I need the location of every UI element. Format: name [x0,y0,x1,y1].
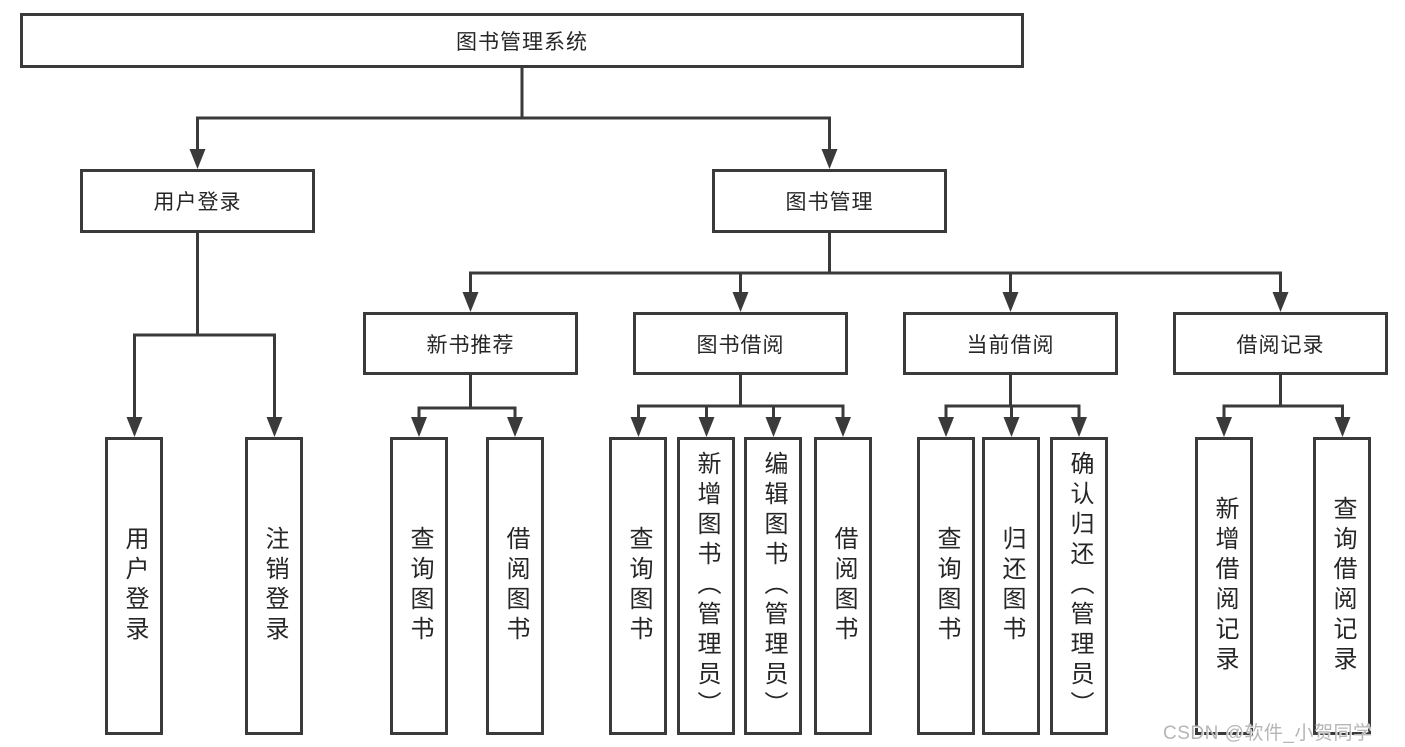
node-root-label: 图书管理系统 [456,30,588,54]
node-book-management-label: 图书管理 [785,191,874,214]
node-current-borrow-label: 当前借阅 [966,333,1055,357]
leaf-borrow-query-books-label: 查询图书 [625,526,652,646]
node-root: 图书管理系统 [20,13,1024,68]
leaf-recommend-borrow-books-label: 借阅图书 [502,526,529,646]
leaf-add-books-admin-label: 新增图书（管理员） [693,451,720,721]
leaf-user-login-label: 用户登录 [121,526,148,646]
leaf-user-login: 用户登录 [105,437,163,735]
node-current-borrow: 当前借阅 [903,312,1118,375]
leaf-recommend-borrow-books: 借阅图书 [486,437,544,735]
leaf-add-books-admin: 新增图书（管理员） [677,437,735,735]
leaf-borrow-books: 借阅图书 [814,437,872,735]
leaf-borrow-books-label: 借阅图书 [830,526,857,646]
leaf-logout-label: 注销登录 [261,526,288,646]
leaf-edit-books-admin: 编辑图书（管理员） [744,437,802,735]
leaf-return-books-label: 归还图书 [998,526,1025,646]
leaf-borrow-query-books: 查询图书 [609,437,667,735]
leaf-current-query-books: 查询图书 [917,437,975,735]
leaf-edit-books-admin-label: 编辑图书（管理员） [760,451,787,721]
leaf-logout: 注销登录 [245,437,303,735]
node-borrow-records-label: 借阅记录 [1236,333,1325,357]
node-book-borrow-label: 图书借阅 [696,333,785,357]
node-new-book-recommend-label: 新书推荐 [426,333,515,357]
leaf-recommend-query-books-label: 查询图书 [406,526,433,646]
node-new-book-recommend: 新书推荐 [363,312,578,375]
node-book-borrow: 图书借阅 [633,312,848,375]
leaf-recommend-query-books: 查询图书 [390,437,448,735]
leaf-query-borrow-record-label: 查询借阅记录 [1329,496,1356,676]
leaf-query-borrow-record: 查询借阅记录 [1313,437,1371,735]
leaf-confirm-return-admin: 确认归还（管理员） [1050,437,1108,735]
arrowheads [126,149,1351,437]
node-borrow-records: 借阅记录 [1173,312,1388,375]
leaf-current-query-books-label: 查询图书 [933,526,960,646]
node-user-login: 用户登录 [80,169,315,233]
leaf-return-books: 归还图书 [982,437,1040,735]
leaf-add-borrow-record-label: 新增借阅记录 [1211,496,1238,676]
leaf-confirm-return-admin-label: 确认归还（管理员） [1066,451,1093,721]
leaf-add-borrow-record: 新增借阅记录 [1195,437,1253,735]
node-user-login-label: 用户登录 [153,191,242,214]
csdn-watermark: CSDN @软件_小贺同学 [1163,723,1373,744]
node-book-management: 图书管理 [712,169,947,233]
